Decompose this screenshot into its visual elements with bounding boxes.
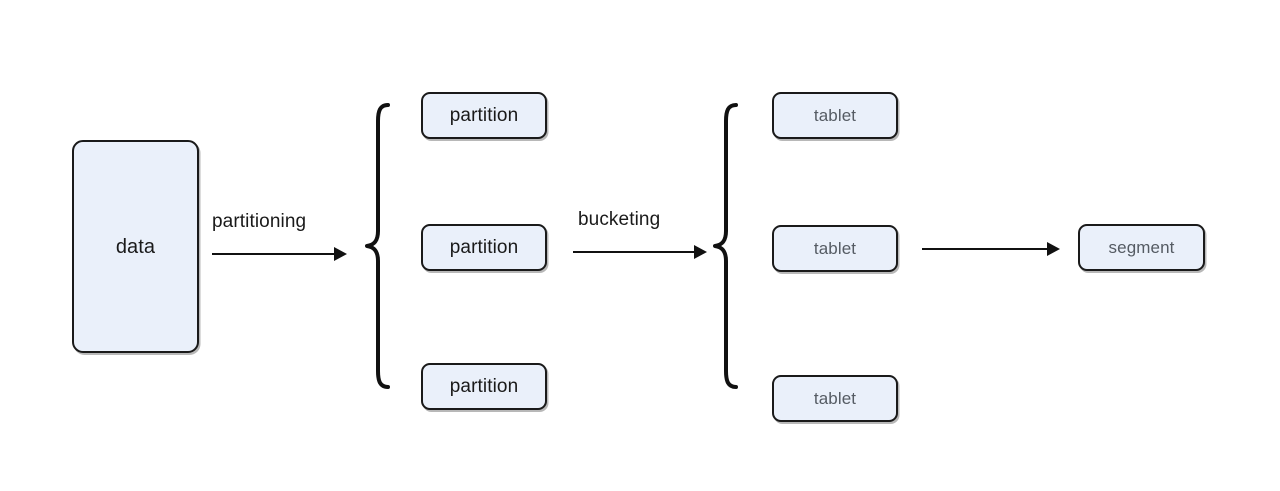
node-partition-3[interactable]: partition	[421, 363, 547, 410]
arrow-bucketing-label: bucketing	[578, 209, 661, 230]
arrow-partitioning-line	[212, 253, 335, 255]
node-partition-2[interactable]: partition	[421, 224, 547, 271]
arrow-segment-line	[922, 248, 1048, 250]
arrow-bucketing-line	[573, 251, 695, 253]
tablet-group-brace	[712, 103, 738, 389]
node-tablet-1[interactable]: tablet	[772, 92, 898, 139]
node-partition-3-label: partition	[449, 376, 519, 397]
node-tablet-3-label: tablet	[813, 389, 857, 408]
partition-group-brace	[364, 103, 390, 389]
node-tablet-1-label: tablet	[813, 106, 857, 125]
arrow-segment-head	[1047, 241, 1060, 256]
node-partition-1-label: partition	[449, 105, 519, 126]
node-tablet-3[interactable]: tablet	[772, 375, 898, 422]
node-tablet-2[interactable]: tablet	[772, 225, 898, 272]
node-segment-label: segment	[1108, 238, 1175, 257]
node-data-label: data	[115, 235, 156, 258]
node-partition-1[interactable]: partition	[421, 92, 547, 139]
arrow-partitioning-label: partitioning	[212, 211, 307, 232]
arrow-bucketing-head	[694, 244, 707, 259]
node-partition-2-label: partition	[449, 237, 519, 258]
node-tablet-2-label: tablet	[813, 239, 857, 258]
arrow-partitioning-head	[334, 246, 347, 261]
node-data[interactable]: data	[72, 140, 199, 353]
node-segment[interactable]: segment	[1078, 224, 1205, 271]
